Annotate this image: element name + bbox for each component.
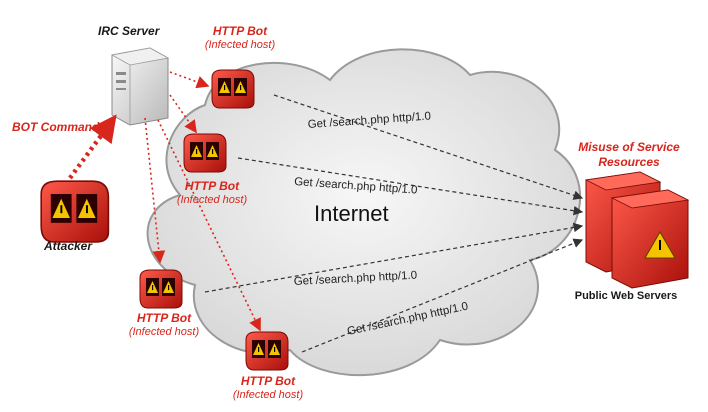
misuse-line-2: Resources	[598, 155, 660, 169]
bot-2-icon	[183, 133, 227, 173]
web-servers-label: Public Web Servers	[574, 290, 678, 302]
bot-3-title: HTTP Bot	[136, 311, 192, 325]
bot-4-subtitle: (Infected host)	[232, 389, 304, 401]
bot-2-title: HTTP Bot	[184, 179, 240, 193]
misuse-line-1: Misuse of Service	[578, 140, 680, 154]
bot-command-label: BOT Command	[12, 120, 100, 134]
web-servers-icon	[584, 171, 690, 289]
bot-2-subtitle: (Infected host)	[176, 194, 248, 206]
irc-server-icon	[110, 47, 170, 126]
attacker-icon	[40, 180, 110, 243]
bot-1-title: HTTP Bot	[212, 24, 268, 38]
command-arrows	[144, 71, 261, 332]
request-arrows	[204, 94, 584, 353]
bot-1-icon	[211, 69, 255, 109]
internet-label: Internet	[314, 201, 389, 226]
bot-command-arrow	[68, 114, 117, 180]
bot-1-subtitle: (Infected host)	[204, 39, 276, 51]
bot-3-subtitle: (Infected host)	[128, 326, 200, 338]
bot-4-title: HTTP Bot	[240, 374, 296, 388]
bot-4-icon	[245, 331, 289, 371]
bot-3-icon	[139, 269, 183, 309]
irc-server-label: IRC Server	[98, 24, 160, 38]
attacker-label: Attacker	[44, 239, 93, 253]
